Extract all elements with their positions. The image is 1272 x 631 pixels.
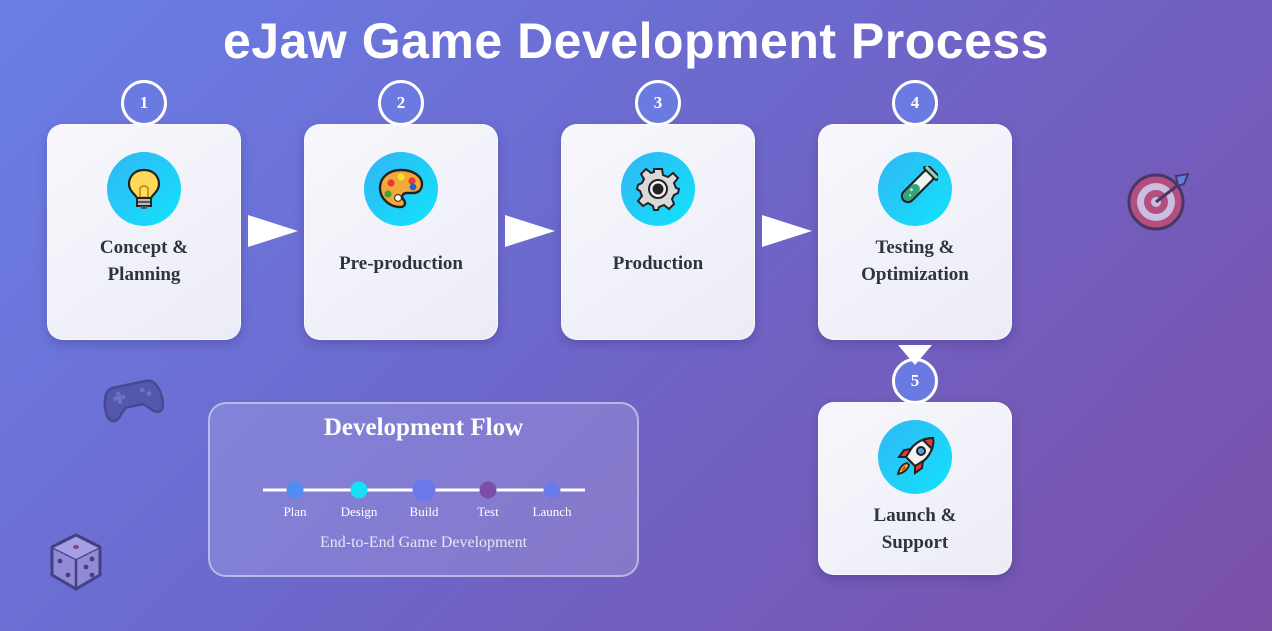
- step-number-badge: 2: [378, 80, 424, 126]
- arrow-down-icon: [898, 345, 932, 365]
- step-label-line: Production: [612, 253, 704, 274]
- arrow-right-icon: [505, 215, 555, 247]
- dice-icon: [50, 533, 102, 591]
- page-title: eJaw Game Development Process: [223, 13, 1049, 69]
- step-card-concept[interactable]: Concept & Planning: [47, 124, 241, 340]
- rocket-icon: [878, 420, 952, 494]
- step-card-preproduction[interactable]: Pre-production: [304, 124, 498, 340]
- flow-timeline: [263, 478, 585, 502]
- flow-stage-label: Plan: [283, 504, 307, 519]
- step-label-line: Planning: [107, 264, 181, 285]
- step-label-line: Optimization: [861, 264, 969, 285]
- flow-stage-label: Build: [409, 504, 439, 519]
- flow-stage-dot-build: [412, 478, 436, 502]
- flow-stage-dot-launch: [543, 481, 561, 499]
- step-label-line: Launch &: [873, 505, 957, 526]
- step-number-badge: 4: [892, 80, 938, 126]
- target-icon: [1127, 172, 1190, 231]
- gamepad-icon: [103, 379, 164, 423]
- gear-icon: [621, 152, 695, 226]
- step-card-production[interactable]: Production: [561, 124, 755, 340]
- step-label-line: Pre-production: [339, 253, 463, 274]
- flow-stage-label: Launch: [532, 504, 572, 519]
- step-label-line: Testing &: [875, 237, 955, 258]
- step-label-line: Support: [881, 532, 949, 553]
- step-label-line: Concept &: [99, 237, 189, 258]
- development-flow-panel: Development Flow Plan Design Build Test …: [208, 402, 639, 577]
- flow-stage-dot-test: [479, 481, 497, 499]
- arrow-right-icon: [762, 215, 812, 247]
- step-card-testing[interactable]: Testing & Optimization: [818, 124, 1012, 340]
- flow-stage-label: Design: [340, 504, 378, 519]
- step-number-badge: 3: [635, 80, 681, 126]
- step-number-badge: 1: [121, 80, 167, 126]
- test-tube-icon: [878, 152, 952, 226]
- step-number-badge: 5: [892, 358, 938, 404]
- palette-icon: [364, 152, 438, 226]
- arrow-right-icon: [248, 215, 298, 247]
- flow-title: Development Flow: [323, 414, 524, 441]
- flow-stage-dot-plan: [286, 481, 304, 499]
- step-card-launch[interactable]: Launch & Support: [818, 402, 1012, 575]
- flow-stage-dot-design: [350, 481, 368, 499]
- flow-subtitle: End-to-End Game Development: [319, 534, 528, 551]
- lightbulb-icon: [107, 152, 181, 226]
- flow-stage-label: Test: [477, 504, 499, 519]
